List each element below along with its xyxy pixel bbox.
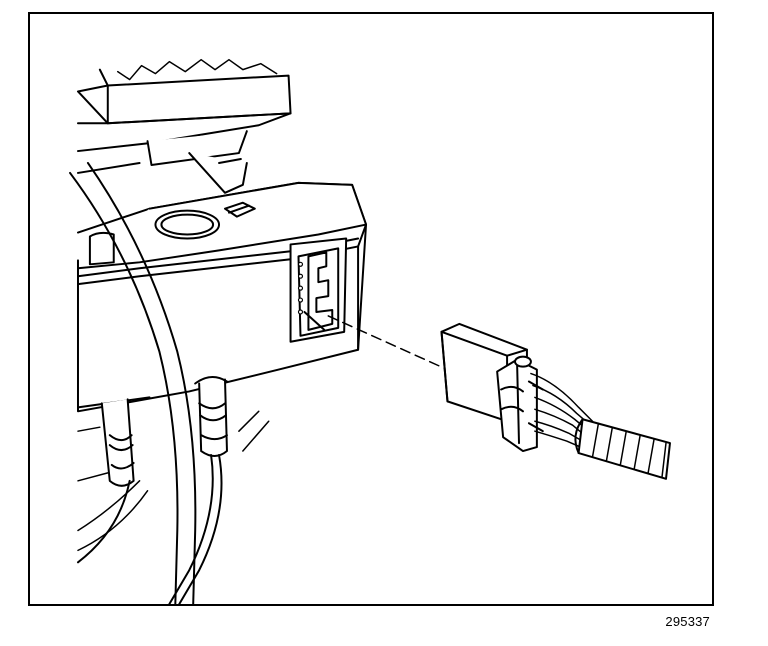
figure-number: 295337 — [665, 614, 710, 629]
switch-body — [76, 181, 368, 413]
column-tube — [69, 161, 197, 604]
mounting-posts — [76, 376, 228, 604]
lower-wiring — [77, 410, 270, 552]
harness-connector — [440, 322, 544, 453]
figure-frame — [28, 12, 714, 606]
harness-wires — [530, 372, 594, 448]
upper-housing — [76, 58, 292, 194]
receptacle-terminals — [297, 261, 304, 315]
connector-diagram — [69, 58, 671, 604]
harness-wrap — [574, 418, 671, 480]
